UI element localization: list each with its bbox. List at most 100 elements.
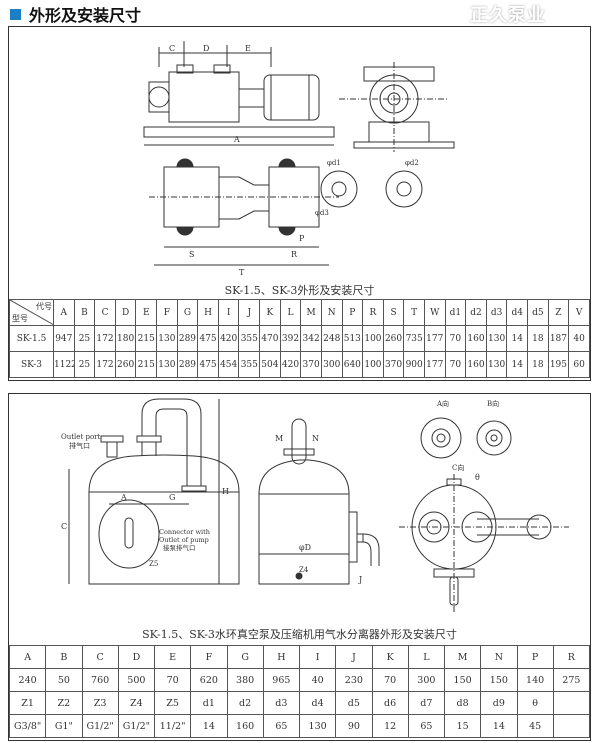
column-header: d7 — [407, 691, 446, 715]
table-corner-cell: 代号型号 — [9, 299, 54, 326]
value-cell: 240 — [8, 668, 47, 692]
value-cell: 14 — [480, 714, 518, 738]
value-cell: 640 — [341, 351, 364, 378]
value-cell: 187 — [547, 325, 570, 352]
value-cell: 18 — [527, 351, 549, 378]
value-cell: 620 — [190, 668, 228, 692]
value-cell: 470 — [259, 325, 281, 352]
column-header: Z4 — [117, 691, 156, 715]
value-cell: 370 — [300, 351, 322, 378]
column-header: K — [371, 645, 409, 669]
value-cell: 15 — [443, 714, 482, 738]
value-cell: 14 — [506, 325, 529, 352]
column-header: d5 — [527, 299, 549, 326]
value-cell: 454 — [217, 351, 240, 378]
column-header: A — [8, 645, 47, 669]
separator-dimensions-panel: A G C H Outlet port 排气口 Connector with O… — [8, 393, 591, 741]
value-cell: 160 — [465, 351, 487, 378]
dim-label-r: R — [291, 250, 298, 259]
value-cell: 130 — [485, 351, 508, 378]
value-cell: 475 — [197, 351, 219, 378]
section-bullet-icon — [10, 8, 21, 20]
column-header: Z5 — [153, 691, 192, 715]
connector-label-2: Outlet of pump — [159, 536, 209, 544]
column-header: S — [382, 299, 405, 326]
corner-model-label: 型号 — [12, 314, 28, 323]
column-header: Z2 — [45, 691, 83, 715]
column-header: W — [423, 299, 446, 326]
value-cell: 420 — [217, 325, 240, 352]
dim-label-s: S — [189, 250, 194, 259]
dim-label-a: A — [233, 135, 240, 144]
value-cell: G1/2" — [81, 714, 119, 738]
column-header: B — [45, 645, 83, 669]
value-cell: 760 — [81, 668, 119, 692]
value-cell: 70 — [371, 668, 409, 692]
value-cell: 14 — [190, 714, 228, 738]
column-header: N — [320, 299, 343, 326]
column-header: Z3 — [81, 691, 119, 715]
table-row: SK-3112225172260215130289475454355504420… — [9, 351, 590, 378]
sep-dim-theta: θ — [475, 473, 480, 482]
column-header: P — [516, 645, 554, 669]
value-cell: 965 — [262, 668, 301, 692]
value-cell: 215 — [135, 325, 158, 352]
value-cell: 160 — [226, 714, 264, 738]
pump-caption: SK-1.5、SK-3外形及安装尺寸 — [224, 284, 375, 297]
column-header: D — [114, 299, 137, 326]
column-header: N — [480, 645, 518, 669]
value-cell: 60 — [568, 351, 590, 378]
column-header: d9 — [480, 691, 518, 715]
value-cell: 289 — [176, 325, 199, 352]
value-cell: 248 — [320, 325, 343, 352]
column-header: d2 — [465, 299, 487, 326]
value-cell: 500 — [117, 668, 156, 692]
sep-dim-n: N — [312, 434, 319, 443]
sep-dim-z4: Z4 — [299, 566, 309, 574]
dim-label-p: P — [299, 234, 305, 243]
column-header: T — [403, 299, 425, 326]
pump-dimensions-panel: C D E A S T P R φd1 φd2 φd3 SK-1.5、SK-3外 — [8, 26, 591, 381]
column-header: L — [407, 645, 446, 669]
value-cell: 504 — [259, 351, 281, 378]
value-cell: 300 — [407, 668, 446, 692]
value-cell: 65 — [407, 714, 446, 738]
value-cell: 12 — [371, 714, 409, 738]
sep-dim-d: φD — [299, 543, 311, 552]
model-cell: SK-3 — [9, 351, 54, 378]
value-cell: 18 — [527, 325, 549, 352]
value-cell: 130 — [485, 325, 508, 352]
value-cell: 513 — [341, 325, 364, 352]
value-cell: 172 — [94, 325, 116, 352]
value-cell — [552, 714, 591, 738]
column-header: d6 — [371, 691, 409, 715]
dim-label-d: D — [203, 44, 209, 53]
value-cell: 70 — [153, 668, 192, 692]
value-cell: 195 — [547, 351, 570, 378]
column-header: H — [262, 645, 301, 669]
value-cell: 180 — [114, 325, 137, 352]
column-header — [552, 691, 591, 715]
value-cell: G1/2" — [117, 714, 156, 738]
value-cell: 130 — [298, 714, 337, 738]
value-cell: 70 — [444, 351, 467, 378]
column-header: d2 — [226, 691, 264, 715]
sep-dim-z5: Z5 — [149, 560, 158, 568]
value-cell: 355 — [238, 351, 261, 378]
value-cell: 70 — [444, 325, 467, 352]
column-header: E — [135, 299, 158, 326]
value-cell: 177 — [423, 325, 446, 352]
corner-code-label: 代号 — [36, 302, 52, 311]
column-header: A — [53, 299, 75, 326]
column-header: θ — [516, 691, 554, 715]
value-cell: 300 — [320, 351, 343, 378]
value-cell: 100 — [362, 325, 384, 352]
dim-label-d3: φd3 — [315, 209, 329, 217]
value-cell: 130 — [156, 325, 178, 352]
value-cell: 130 — [156, 351, 178, 378]
value-cell: 90 — [335, 714, 373, 738]
